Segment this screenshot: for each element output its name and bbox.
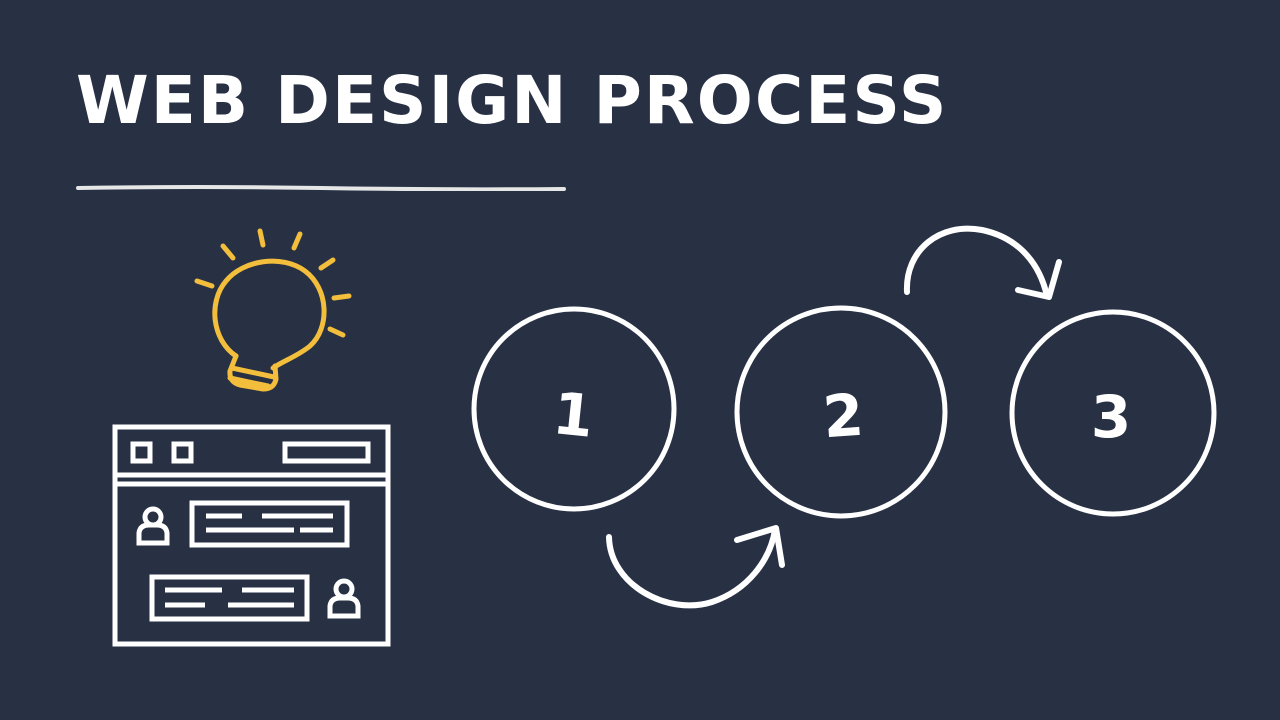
step-1-number: 1 [550, 379, 597, 451]
step-1-circle [471, 306, 677, 512]
step-3: 3 [1009, 309, 1217, 517]
step-1: 1 [471, 306, 677, 512]
lightbulb-icon [194, 228, 352, 392]
step-3-number: 3 [1091, 383, 1131, 451]
title-underline [76, 185, 566, 191]
step-2: 2 [734, 305, 948, 519]
curved-arrow-icon [606, 525, 785, 609]
browser-window-icon [112, 424, 391, 647]
step-3-circle [1009, 309, 1217, 517]
page-title: WEB DESIGN PROCESS [76, 62, 949, 139]
step-2-number: 2 [821, 381, 866, 452]
curved-arrow-icon [903, 225, 1062, 300]
step-2-circle [734, 305, 948, 519]
